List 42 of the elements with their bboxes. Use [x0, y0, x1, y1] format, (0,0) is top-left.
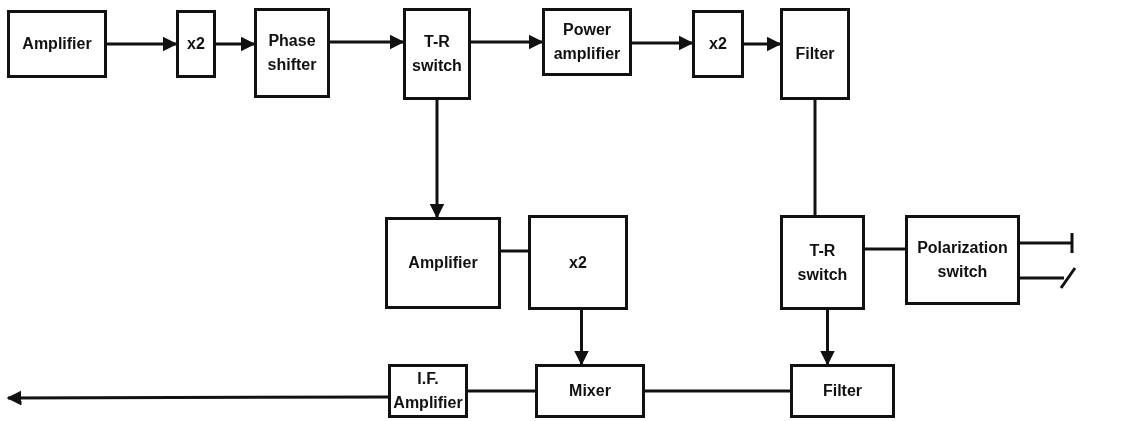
arrow	[216, 36, 256, 52]
block-box	[790, 364, 895, 418]
block-box	[780, 215, 865, 310]
arrow	[330, 34, 405, 50]
block-label: Polarization switch	[916, 238, 1009, 282]
block-label: T-R switch	[411, 32, 463, 76]
block-label: Phase shifter	[266, 31, 318, 75]
block-box	[692, 10, 744, 78]
block-label: Filter	[794, 44, 836, 64]
arrow	[744, 36, 782, 52]
block-label: x2	[186, 34, 206, 54]
connector-line	[645, 389, 790, 393]
block-label: T-R switch	[796, 240, 849, 285]
block-box	[254, 8, 330, 98]
block-label: I.F. Amplifier	[392, 369, 464, 413]
arrow	[632, 35, 694, 51]
arrow	[107, 36, 178, 52]
block-box	[535, 364, 645, 418]
block-label: x2	[568, 252, 588, 273]
connector-line	[501, 249, 528, 253]
connector-line	[813, 100, 817, 215]
arrow	[471, 34, 544, 50]
block-label: Power amplifier	[552, 20, 622, 64]
block-box	[385, 217, 501, 309]
block-label: x2	[708, 34, 728, 54]
arrow	[820, 310, 835, 366]
connector-line	[468, 389, 535, 393]
block-label: Amplifier	[407, 253, 479, 273]
block-label: Amplifier	[21, 34, 93, 54]
block-label: Mixer	[568, 381, 612, 401]
block-box	[403, 8, 471, 100]
block-box	[905, 215, 1020, 305]
block-box	[542, 8, 632, 76]
block-box	[176, 10, 216, 78]
block-box	[7, 10, 107, 78]
arrow	[429, 100, 445, 219]
connector-line	[865, 247, 905, 251]
arrow	[6, 390, 388, 406]
block-box	[780, 8, 850, 100]
block-box	[528, 215, 628, 310]
arrow	[574, 310, 589, 366]
block-label: Filter	[821, 381, 864, 401]
